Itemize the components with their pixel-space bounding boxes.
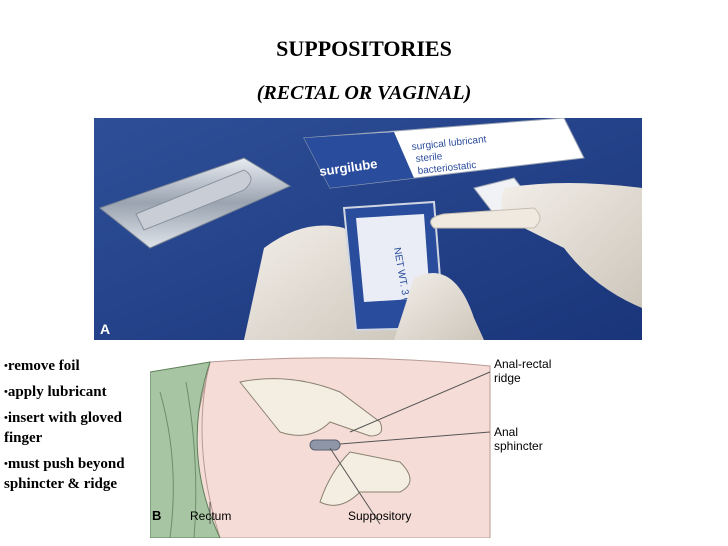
label-sphincter: sphincter <box>494 439 543 453</box>
list-item: must push beyond sphincter & ridge <box>4 454 164 494</box>
insertion-illustration: Anal-rectal ridge Anal sphincter B Rectu… <box>150 352 650 538</box>
label-rectum: Rectum <box>190 509 231 523</box>
packet-text-2: sterile <box>415 151 443 165</box>
photo-panel-label: A <box>100 321 110 337</box>
label-ridge: ridge <box>494 371 521 385</box>
label-anal-rectal: Anal-rectal <box>494 357 551 371</box>
list-item: remove foil <box>4 356 164 376</box>
label-anal: Anal <box>494 425 518 439</box>
slide-title: SUPPOSITORIES <box>276 36 452 61</box>
list-item: apply lubricant <box>4 382 164 402</box>
slide-subtitle: (RECTAL OR VAGINAL) <box>256 82 472 104</box>
instruction-list: remove foil apply lubricant insert with … <box>4 356 164 500</box>
label-suppository: Suppository <box>348 509 411 523</box>
illustration-panel-label: B <box>152 508 161 523</box>
list-item: insert with gloved finger <box>4 408 164 448</box>
suppository-photo: surgilube surgical lubricant sterile bac… <box>94 118 642 340</box>
